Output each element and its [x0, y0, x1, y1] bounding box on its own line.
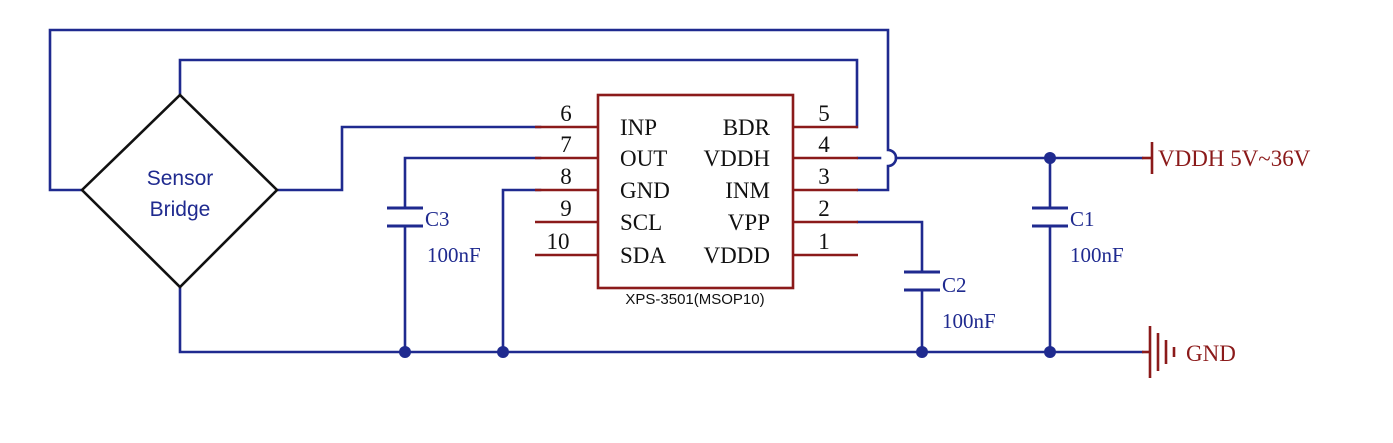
pin-name: VDDD: [704, 243, 770, 268]
pin-name: SCL: [620, 210, 662, 235]
capacitor-c3: C3 100nF: [387, 206, 481, 267]
pin-number: 5: [818, 101, 830, 126]
wire-bridge-top-to-bdr: [178, 58, 859, 129]
wire-bridge-right-to-inp: [275, 125, 542, 192]
pin-name: OUT: [620, 146, 667, 171]
junctions: [399, 152, 1056, 358]
junction-dot: [1044, 152, 1056, 164]
pin-name: BDR: [723, 115, 771, 140]
pin-number: 6: [560, 101, 572, 126]
vddh-label: VDDH 5V~36V: [1158, 146, 1311, 171]
pin-name: VDDH: [704, 146, 770, 171]
pin-number: 3: [818, 164, 830, 189]
capacitor-value: 100nF: [1070, 243, 1124, 267]
pin-number: 4: [818, 132, 830, 157]
capacitor-value: 100nF: [942, 309, 996, 333]
wires: [48, 28, 1144, 354]
bridge-diamond: [80, 93, 279, 289]
pin-name: INM: [725, 178, 770, 203]
capacitor-value: 100nF: [427, 243, 481, 267]
pin-name: SDA: [620, 243, 666, 268]
pin-number: 2: [818, 196, 830, 221]
capacitor-c2: C2 100nF: [904, 270, 996, 333]
junction-dot: [916, 346, 928, 358]
junction-dot: [497, 346, 509, 358]
bridge-label-line1: Sensor: [147, 167, 214, 190]
chip-part-label: XPS-3501(MSOP10): [625, 291, 764, 308]
gnd-label: GND: [1186, 341, 1236, 366]
wire-vpp-to-c2: [856, 220, 924, 274]
junction-dot: [1044, 346, 1056, 358]
vddh-power-port: VDDH 5V~36V: [1142, 142, 1311, 174]
gnd-power-port: GND: [1142, 326, 1236, 378]
capacitor-c1: C1 100nF: [1032, 206, 1124, 267]
pin-number: 7: [560, 132, 572, 157]
pin-number: 1: [818, 229, 830, 254]
capacitor-ref: C3: [425, 207, 450, 231]
pin-number: 10: [547, 229, 570, 254]
pin-name: VPP: [728, 210, 770, 235]
chip-body: [596, 93, 795, 290]
pin-name: INP: [620, 115, 657, 140]
pin-number: 8: [560, 164, 572, 189]
pin-number: 9: [560, 196, 572, 221]
wire-ground-bus: [178, 285, 1144, 354]
bridge-label-line2: Bridge: [150, 198, 211, 221]
capacitor-ref: C1: [1070, 207, 1095, 231]
sensor-bridge: Sensor Bridge: [80, 93, 279, 289]
wire-bridge-left-to-inm: [48, 28, 898, 192]
wire-gnd-pin-to-bus: [501, 188, 542, 354]
junction-dot: [399, 346, 411, 358]
pin-name: GND: [620, 178, 670, 203]
chip: 6 7 8 9 10 INP OUT GND SCL SDA BDR VDDH …: [535, 93, 858, 308]
wire-out-to-c3: [403, 156, 542, 210]
capacitor-ref: C2: [942, 273, 967, 297]
